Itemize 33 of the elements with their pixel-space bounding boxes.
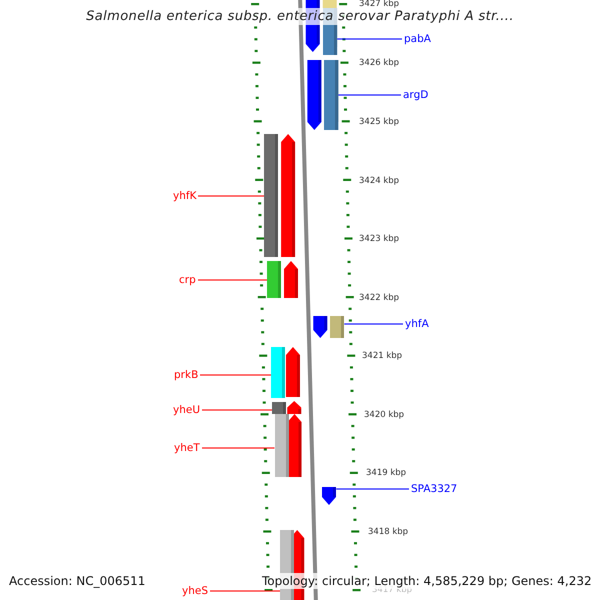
- accession-text: Accession: NC_006511: [9, 574, 146, 588]
- gene-label: argD: [403, 89, 428, 101]
- scale-label: 3419 kbp: [366, 468, 406, 478]
- gene-label: prkB: [174, 369, 198, 381]
- gene-label: crp: [179, 274, 196, 286]
- gene-bar: [270, 347, 285, 398]
- scale-label: 3417 kbp: [372, 585, 412, 595]
- gene-label: yhfA: [405, 318, 429, 330]
- scale-label: 3420 kbp: [364, 410, 404, 420]
- scale-label: 3422 kbp: [359, 293, 400, 303]
- leader-line: [336, 488, 410, 490]
- gene-label: yhfK: [173, 190, 196, 202]
- gene-label: yheU: [173, 404, 200, 416]
- leader-line: [338, 94, 402, 96]
- scale-label: 3418 kbp: [368, 527, 408, 537]
- scale-label: 3421 kbp: [362, 351, 402, 361]
- scale-label: 3426 kbp: [359, 58, 400, 68]
- scale-label: 3423 kbp: [359, 234, 400, 244]
- gene-label: pabA: [404, 33, 431, 45]
- gene-label: SPA3327: [411, 483, 458, 495]
- leader-line: [336, 38, 402, 40]
- gene-bar: [274, 414, 289, 477]
- scale-label: 3424 kbp: [359, 176, 400, 186]
- gene-bar: [272, 402, 286, 414]
- gene-bar: [322, 487, 336, 505]
- gene-bar: [330, 316, 344, 338]
- gene-bar: [267, 261, 281, 298]
- leader-line: [210, 590, 281, 592]
- gene-label: yheS: [182, 585, 208, 597]
- gene-bar: [264, 134, 278, 257]
- scale-label: 3425 kbp: [359, 117, 400, 127]
- gene-label: yheT: [174, 442, 200, 454]
- leader-line: [200, 374, 272, 376]
